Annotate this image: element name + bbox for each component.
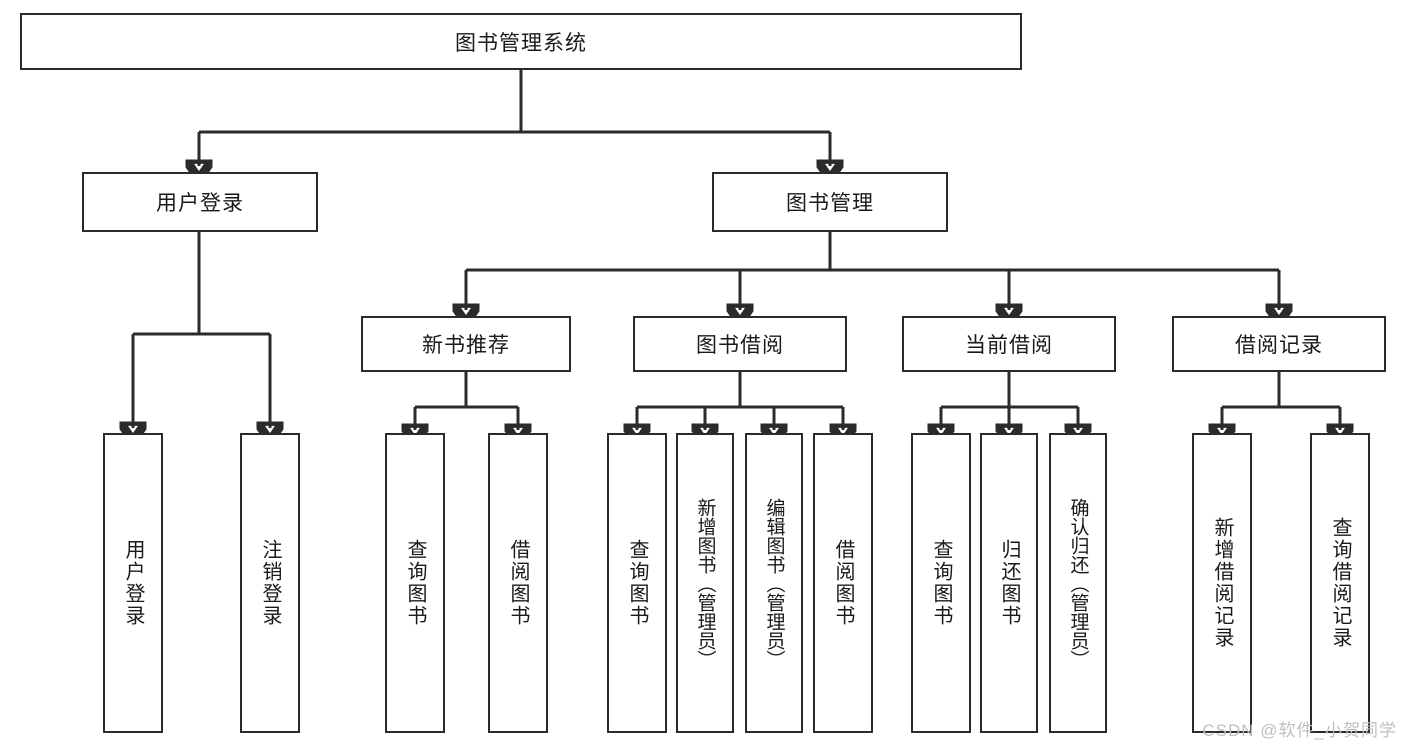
leaf-label: 确认归还（管理员） — [1067, 497, 1089, 669]
leaf-current-return[interactable]: 归还图书 — [980, 433, 1038, 733]
node-borrow-record[interactable]: 借阅记录 — [1172, 316, 1386, 372]
node-book-borrow[interactable]: 图书借阅 — [633, 316, 847, 372]
leaf-label: 查询图书 — [626, 539, 648, 627]
leaf-label: 编辑图书（管理员） — [763, 497, 785, 669]
node-root-system[interactable]: 图书管理系统 — [20, 13, 1022, 70]
node-user-login[interactable]: 用户登录 — [82, 172, 318, 232]
leaf-label: 归还图书 — [998, 539, 1020, 627]
leaf-borrow-edit[interactable]: 编辑图书（管理员） — [745, 433, 803, 733]
leaf-borrow-borrow[interactable]: 借阅图书 — [813, 433, 873, 733]
leaf-current-confirm[interactable]: 确认归还（管理员） — [1049, 433, 1107, 733]
leaf-label: 查询借阅记录 — [1329, 517, 1351, 649]
leaf-borrow-add[interactable]: 新增图书（管理员） — [676, 433, 734, 733]
leaf-newbook-query[interactable]: 查询图书 — [385, 433, 445, 733]
leaf-label: 借阅图书 — [832, 539, 854, 627]
leaf-label: 查询图书 — [930, 539, 952, 627]
leaf-label: 查询图书 — [404, 539, 426, 627]
node-current-borrow[interactable]: 当前借阅 — [902, 316, 1116, 372]
leaf-user-logout[interactable]: 注销登录 — [240, 433, 300, 733]
leaf-record-add[interactable]: 新增借阅记录 — [1192, 433, 1252, 733]
leaf-label: 新增图书（管理员） — [694, 497, 716, 669]
node-new-book-recommend[interactable]: 新书推荐 — [361, 316, 571, 372]
leaf-newbook-borrow[interactable]: 借阅图书 — [488, 433, 548, 733]
leaf-label: 注销登录 — [259, 539, 281, 627]
watermark: CSDN @软件_小贺同学 — [1202, 721, 1397, 740]
leaf-borrow-query[interactable]: 查询图书 — [607, 433, 667, 733]
node-book-management[interactable]: 图书管理 — [712, 172, 948, 232]
leaf-label: 用户登录 — [122, 539, 144, 627]
leaf-label: 新增借阅记录 — [1211, 517, 1233, 649]
leaf-record-query[interactable]: 查询借阅记录 — [1310, 433, 1370, 733]
leaf-user-login[interactable]: 用户登录 — [103, 433, 163, 733]
leaf-current-query[interactable]: 查询图书 — [911, 433, 971, 733]
leaf-label: 借阅图书 — [507, 539, 529, 627]
